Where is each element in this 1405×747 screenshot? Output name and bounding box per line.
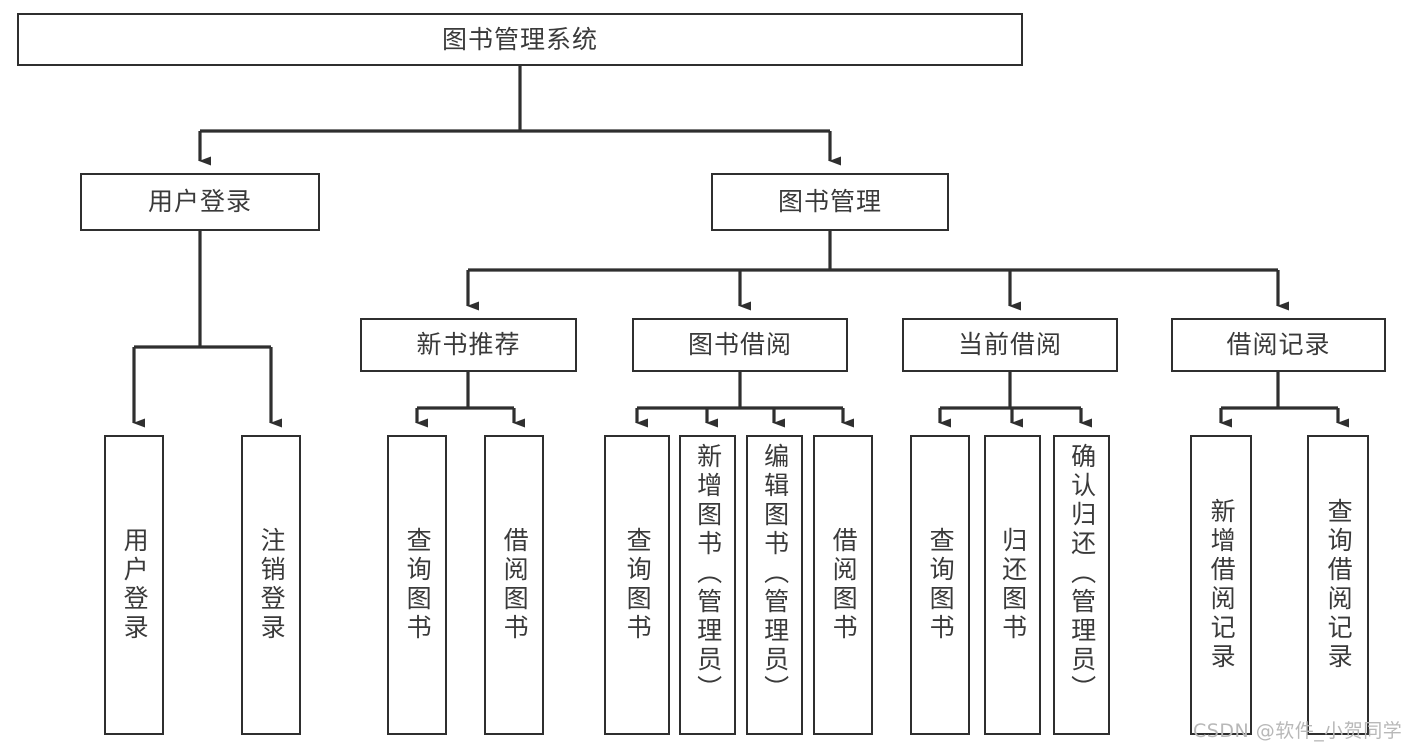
node-label: 新增借阅记录 bbox=[1207, 498, 1237, 672]
csdn-watermark: CSDN @软件_小贺同学 bbox=[1193, 720, 1403, 742]
node-label: 确认归还（管理员） bbox=[1067, 443, 1097, 704]
node-label: 当前借阅 bbox=[957, 330, 1062, 360]
node-label: 新增图书（管理员） bbox=[693, 443, 723, 704]
leaf-borrow-book-new[interactable]: 借阅图书 bbox=[484, 435, 544, 735]
leaf-confirm-return-admin[interactable]: 确认归还（管理员） bbox=[1053, 435, 1110, 735]
node-label: 借阅图书 bbox=[500, 527, 530, 643]
leaf-edit-book-admin[interactable]: 编辑图书（管理员） bbox=[746, 435, 803, 735]
leaf-add-borrow-record[interactable]: 新增借阅记录 bbox=[1190, 435, 1252, 735]
node-user-login[interactable]: 用户登录 bbox=[80, 173, 320, 231]
leaf-query-book-current[interactable]: 查询图书 bbox=[910, 435, 970, 735]
node-label: 图书管理系统 bbox=[441, 24, 598, 54]
node-new-book-recommend[interactable]: 新书推荐 bbox=[360, 318, 577, 372]
leaf-query-book-new[interactable]: 查询图书 bbox=[387, 435, 447, 735]
node-root-system[interactable]: 图书管理系统 bbox=[17, 13, 1023, 66]
node-label: 编辑图书（管理员） bbox=[760, 443, 790, 704]
node-book-management[interactable]: 图书管理 bbox=[711, 173, 949, 231]
node-label: 查询图书 bbox=[926, 527, 956, 643]
leaf-user-login[interactable]: 用户登录 bbox=[104, 435, 164, 735]
leaf-borrow-book[interactable]: 借阅图书 bbox=[813, 435, 873, 735]
node-label: 图书借阅 bbox=[687, 330, 792, 360]
leaf-query-borrow-record[interactable]: 查询借阅记录 bbox=[1307, 435, 1369, 735]
node-label: 归还图书 bbox=[998, 527, 1028, 643]
leaf-query-book-borrow[interactable]: 查询图书 bbox=[604, 435, 670, 735]
node-label: 查询图书 bbox=[403, 527, 433, 643]
node-label: 查询图书 bbox=[623, 527, 653, 643]
node-label: 用户登录 bbox=[147, 187, 252, 217]
node-label: 新书推荐 bbox=[416, 330, 521, 360]
node-label: 图书管理 bbox=[777, 187, 882, 217]
leaf-add-book-admin[interactable]: 新增图书（管理员） bbox=[679, 435, 736, 735]
node-label: 借阅记录 bbox=[1226, 330, 1331, 360]
node-current-borrow[interactable]: 当前借阅 bbox=[902, 318, 1118, 372]
leaf-return-book[interactable]: 归还图书 bbox=[984, 435, 1041, 735]
node-label: 查询借阅记录 bbox=[1324, 498, 1354, 672]
node-book-borrow[interactable]: 图书借阅 bbox=[632, 318, 848, 372]
node-label: 借阅图书 bbox=[829, 527, 859, 643]
node-label: 注销登录 bbox=[257, 527, 287, 643]
node-label: 用户登录 bbox=[120, 527, 150, 643]
node-borrow-record[interactable]: 借阅记录 bbox=[1171, 318, 1386, 372]
leaf-logout[interactable]: 注销登录 bbox=[241, 435, 301, 735]
